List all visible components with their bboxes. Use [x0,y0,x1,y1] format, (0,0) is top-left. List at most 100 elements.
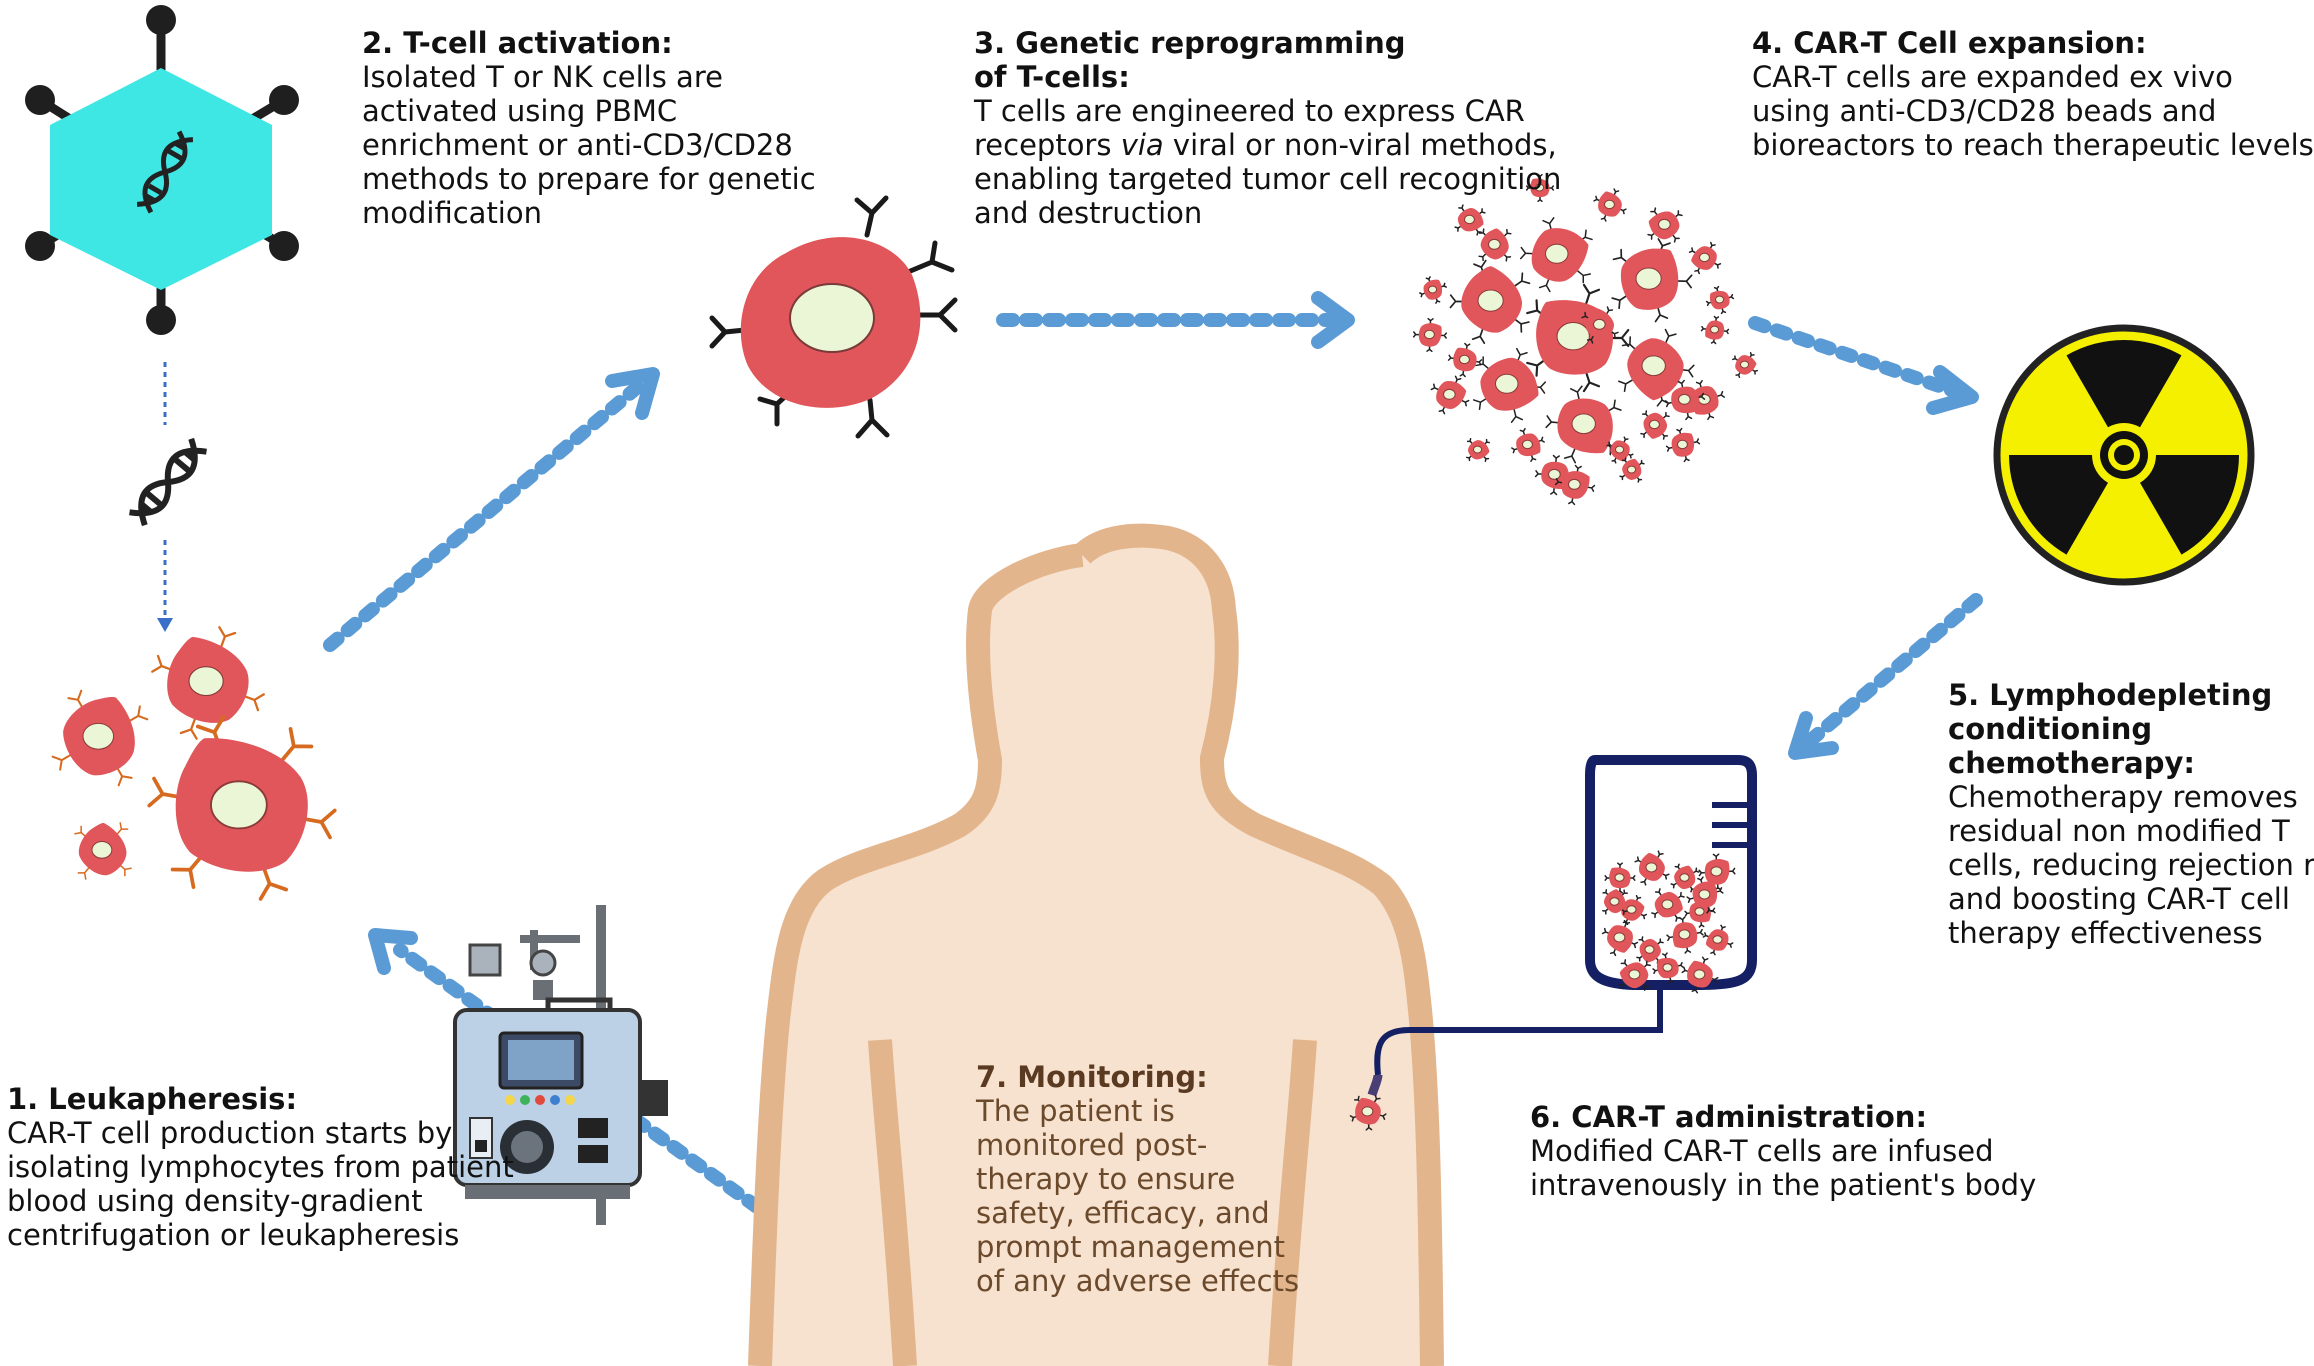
virus-icon [25,5,299,335]
t-cell-icon [1681,956,1719,994]
t-cell-icon [1645,205,1684,245]
t-cell-icon [1593,188,1627,222]
step-5-line: cells, reducing rejection risk [1948,848,2314,882]
step-1-title: 1. Leukapheresis: [7,1082,298,1116]
step-4-line: bioreactors to reach therapeutic levels [1752,128,2314,162]
dna-icon [129,437,207,527]
t-cell-icon [1700,315,1730,345]
step-7-line: therapy to ensure [976,1162,1236,1196]
t-cell-icon [1638,408,1672,442]
step-2-t-cell-activation: 2. T-cell activation: Isolated T or NK c… [362,26,816,230]
step-1-line: isolating lymphocytes from patient [7,1150,514,1184]
t-cell-icon [1686,876,1724,914]
step-5-chemotherapy: 5. Lymphodepleting conditioning chemothe… [1948,678,2314,950]
t-cell-icon [1665,427,1701,463]
arrow-3-4 [1748,316,1967,400]
step-7-line: safety, efficacy, and [976,1196,1270,1230]
t-cell-icon [1472,347,1547,423]
t-cell-icon [1666,916,1704,954]
t-cell-icon [1581,306,1619,344]
step-2-title: 2. T-cell activation: [362,26,673,60]
t-cell-icon [1475,225,1515,265]
t-cell-icon [1702,924,1734,956]
t-cell-icon [1430,375,1470,415]
t-cell-icon [1554,464,1596,506]
step-4-title: 4. CAR-T Cell expansion: [1752,26,2147,60]
cell-cluster-leukapheresis [51,626,337,901]
step-3-via: via [1120,128,1164,162]
step-4-expansion: 4. CAR-T Cell expansion: CAR-T cells are… [1752,26,2314,162]
step-3-methods: viral or non-viral methods, [1172,128,1557,162]
t-cell-icon [1454,204,1487,237]
arrow-1-2 [323,378,647,652]
t-cell-icon [1606,436,1634,464]
t-cell-icon [1670,863,1700,893]
step-3-genetic-reprogramming: 3. Genetic reprogramming of T-cells: T c… [974,26,1561,230]
t-cell-icon [1732,351,1759,379]
t-cell-icon [1419,276,1447,304]
radiation-blade [2009,455,2108,555]
radiation-blade [2066,339,2182,428]
apheresis-machine-icon [453,905,668,1225]
t-cell-icon [1618,456,1646,484]
t-cell-icon [1635,935,1665,965]
step-3-receptors: receptors [974,128,1112,162]
t-cell-icon [1520,217,1593,293]
step-3-line: T cells are engineered to express CAR [974,94,1525,128]
t-cell-icon [1525,173,1555,203]
step-5-line: and boosting CAR-T cell [1948,882,2290,916]
step-7-line: prompt management [976,1230,1285,1264]
step-3-line: receptors via viral or non-viral methods… [974,128,1561,162]
t-cell-icon [1688,241,1722,275]
step-3-line: enabling targeted tumor cell recognition [974,162,1562,196]
step-2-line: methods to prepare for genetic [362,162,816,196]
t-cell-icon [1449,259,1534,345]
step-5-line: residual non modified T [1948,814,2290,848]
t-cell-icon [51,688,149,787]
step-2-line: modification [362,196,542,230]
t-cell-icon [1664,379,1706,421]
step-2-line: activated using PBMC [362,94,678,128]
step-7-line: The patient is [976,1094,1175,1128]
step-1-leukapheresis: 1. Leukapheresis: CAR-T cell production … [7,1082,514,1252]
t-cell-icon [1447,342,1483,378]
step-1-line: CAR-T cell production starts by [7,1116,453,1150]
arrow-4-5 [1798,593,1983,752]
step-2-line: Isolated T or NK cells are [362,60,723,94]
step-1-line: blood using density-gradient [7,1184,423,1218]
step-4-line: using anti-CD3/CD28 beads and [1752,94,2217,128]
t-cell-icon [1616,328,1695,407]
step-3-title: of T-cells: [974,60,1130,94]
t-cell-icon [1650,887,1686,923]
t-cell-icon [1601,919,1639,957]
iv-bag-icon [1349,755,1757,1131]
step-5-line: Chemotherapy removes [1948,780,2298,814]
step-5-title: chemotherapy: [1948,746,2195,780]
human-body-icon [748,523,1444,1366]
step-7-line: monitored post- [976,1128,1208,1162]
t-cell-icon [1634,850,1670,886]
step-5-title: 5. Lymphodepleting [1948,678,2273,712]
step-2-line: enrichment or anti-CD3/CD28 [362,128,793,162]
step-3-title: 3. Genetic reprogramming [974,26,1406,60]
step-7-monitoring: 7. Monitoring: The patient is monitored … [976,1060,1299,1298]
step-5-line: therapy effectiveness [1948,916,2263,950]
t-cell-icon [1412,317,1448,353]
t-cell-icon [1652,952,1684,984]
t-cell-icon [1526,283,1630,393]
step-5-title: conditioning [1948,712,2153,746]
t-cell-icon [1545,385,1622,464]
radiation-icon [1993,324,2255,586]
step-7-title: 7. Monitoring: [976,1060,1208,1094]
step-7-line: of any adverse effects [976,1264,1300,1298]
t-cell-icon [70,817,136,884]
step-6-title: 6. CAR-T administration: [1530,1100,1928,1134]
t-cell-icon [1616,957,1653,993]
t-cell-icon [1464,436,1492,464]
step-3-line: and destruction [974,196,1203,230]
step-6-line: intravenously in the patient's body [1530,1168,2037,1202]
step-6-administration: 6. CAR-T administration: Modified CAR-T … [1530,1100,2036,1202]
step-4-line: CAR-T cells are expanded ex vivo [1752,60,2233,94]
t-cell-icon [1705,285,1735,315]
